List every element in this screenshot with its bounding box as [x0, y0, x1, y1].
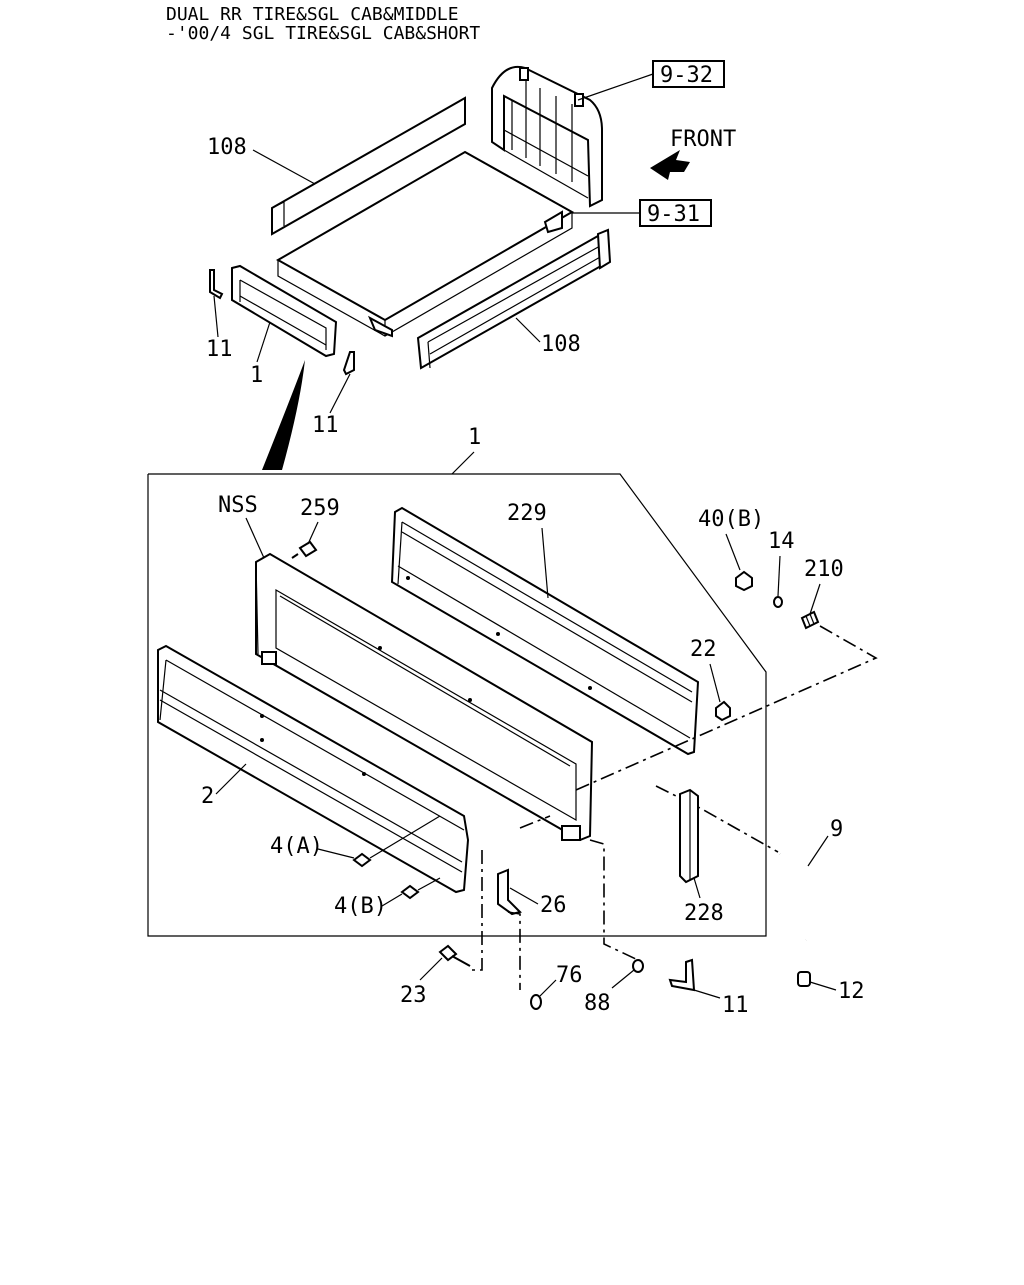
label-1-group: 1 — [468, 425, 481, 450]
label-4a: 4(A) — [270, 834, 323, 859]
label-108-right: 108 — [541, 332, 581, 357]
label-108-top: 108 — [207, 135, 247, 160]
dash-line-handle — [655, 785, 779, 853]
label-40b: 40(B) — [698, 507, 764, 532]
side-board-108-right — [416, 228, 612, 370]
label-12: 12 — [838, 979, 865, 1004]
bolt-259 — [291, 540, 318, 559]
ref-9-31-label: 9-31 — [647, 202, 700, 227]
front-headboard — [491, 66, 603, 208]
bracket-26 — [497, 815, 551, 990]
ref-9-32-label: 9-32 — [660, 63, 713, 88]
hinge-pin-mid — [342, 351, 355, 376]
label-nss: NSS — [218, 493, 258, 518]
header-line-2: -'00/4 SGL TIRE&SGL CAB&SHORT — [166, 23, 480, 44]
leader-22 — [709, 663, 721, 703]
leader-2 — [215, 763, 247, 795]
label-11-mid: 11 — [312, 413, 339, 438]
label-2: 2 — [201, 784, 214, 809]
label-9: 9 — [830, 817, 843, 842]
leader-23 — [419, 957, 443, 981]
nut-40b — [735, 570, 753, 592]
detail-boundary — [147, 473, 767, 937]
label-11-left: 11 — [206, 337, 233, 362]
leader-40b — [725, 533, 741, 571]
label-14: 14 — [768, 529, 795, 554]
leader-dash-pin — [589, 839, 639, 961]
leader-1-small — [256, 321, 271, 363]
leader-259 — [307, 521, 319, 545]
bolt-23 — [438, 850, 483, 971]
label-228: 228 — [684, 901, 724, 926]
panel-229 — [390, 506, 700, 756]
detail-arrow — [262, 360, 305, 470]
nut-76 — [530, 994, 542, 1010]
leader-11-mid — [329, 373, 351, 414]
side-board-108-top — [271, 96, 466, 236]
hinge-pin-left — [209, 269, 224, 300]
leader-229 — [541, 527, 549, 599]
leader-26 — [509, 887, 539, 905]
nut-22 — [715, 700, 731, 722]
leader-108-top — [252, 149, 316, 185]
dash-line-spring — [575, 625, 878, 791]
label-26: 26 — [540, 893, 567, 918]
label-210: 210 — [804, 557, 844, 582]
label-88: 88 — [584, 991, 611, 1016]
label-259: 259 — [300, 496, 340, 521]
label-76: 76 — [556, 963, 583, 988]
bolt-4a — [352, 815, 441, 868]
handle-9 — [779, 852, 815, 941]
label-23: 23 — [400, 983, 427, 1008]
leader-11-left — [213, 295, 219, 338]
label-1-small: 1 — [250, 363, 263, 388]
leader-9-32 — [577, 73, 654, 101]
tail-gate-small — [231, 264, 338, 358]
pin-11-bottom — [668, 958, 696, 992]
deck-floor — [275, 150, 575, 338]
leader-108-right — [515, 317, 541, 343]
spring-210 — [800, 610, 820, 630]
leader-12 — [809, 981, 837, 991]
label-11-bottom: 11 — [722, 993, 749, 1018]
cap-12 — [797, 971, 811, 987]
leader-88 — [611, 969, 635, 989]
leader-14 — [777, 555, 781, 597]
front-label: FRONT — [670, 127, 736, 152]
leader-228 — [693, 877, 701, 899]
washer-88 — [632, 959, 644, 973]
leader-4a — [317, 848, 355, 859]
bolt-4b — [400, 877, 441, 900]
leader-76 — [539, 979, 557, 997]
label-22: 22 — [690, 637, 717, 662]
washer-14 — [773, 596, 783, 608]
leader-4b — [381, 893, 403, 907]
leader-1-group — [451, 451, 475, 475]
leader-9 — [807, 835, 829, 867]
header-line-1: DUAL RR TIRE&SGL CAB&MIDDLE — [166, 4, 459, 25]
front-direction-arrow — [650, 150, 690, 180]
label-4b: 4(B) — [334, 894, 387, 919]
leader-nss — [245, 517, 265, 559]
label-229: 229 — [507, 501, 547, 526]
leader-11-bottom — [693, 989, 721, 999]
nss-frame — [255, 552, 594, 842]
post-228 — [679, 788, 699, 884]
leader-210 — [809, 583, 821, 615]
